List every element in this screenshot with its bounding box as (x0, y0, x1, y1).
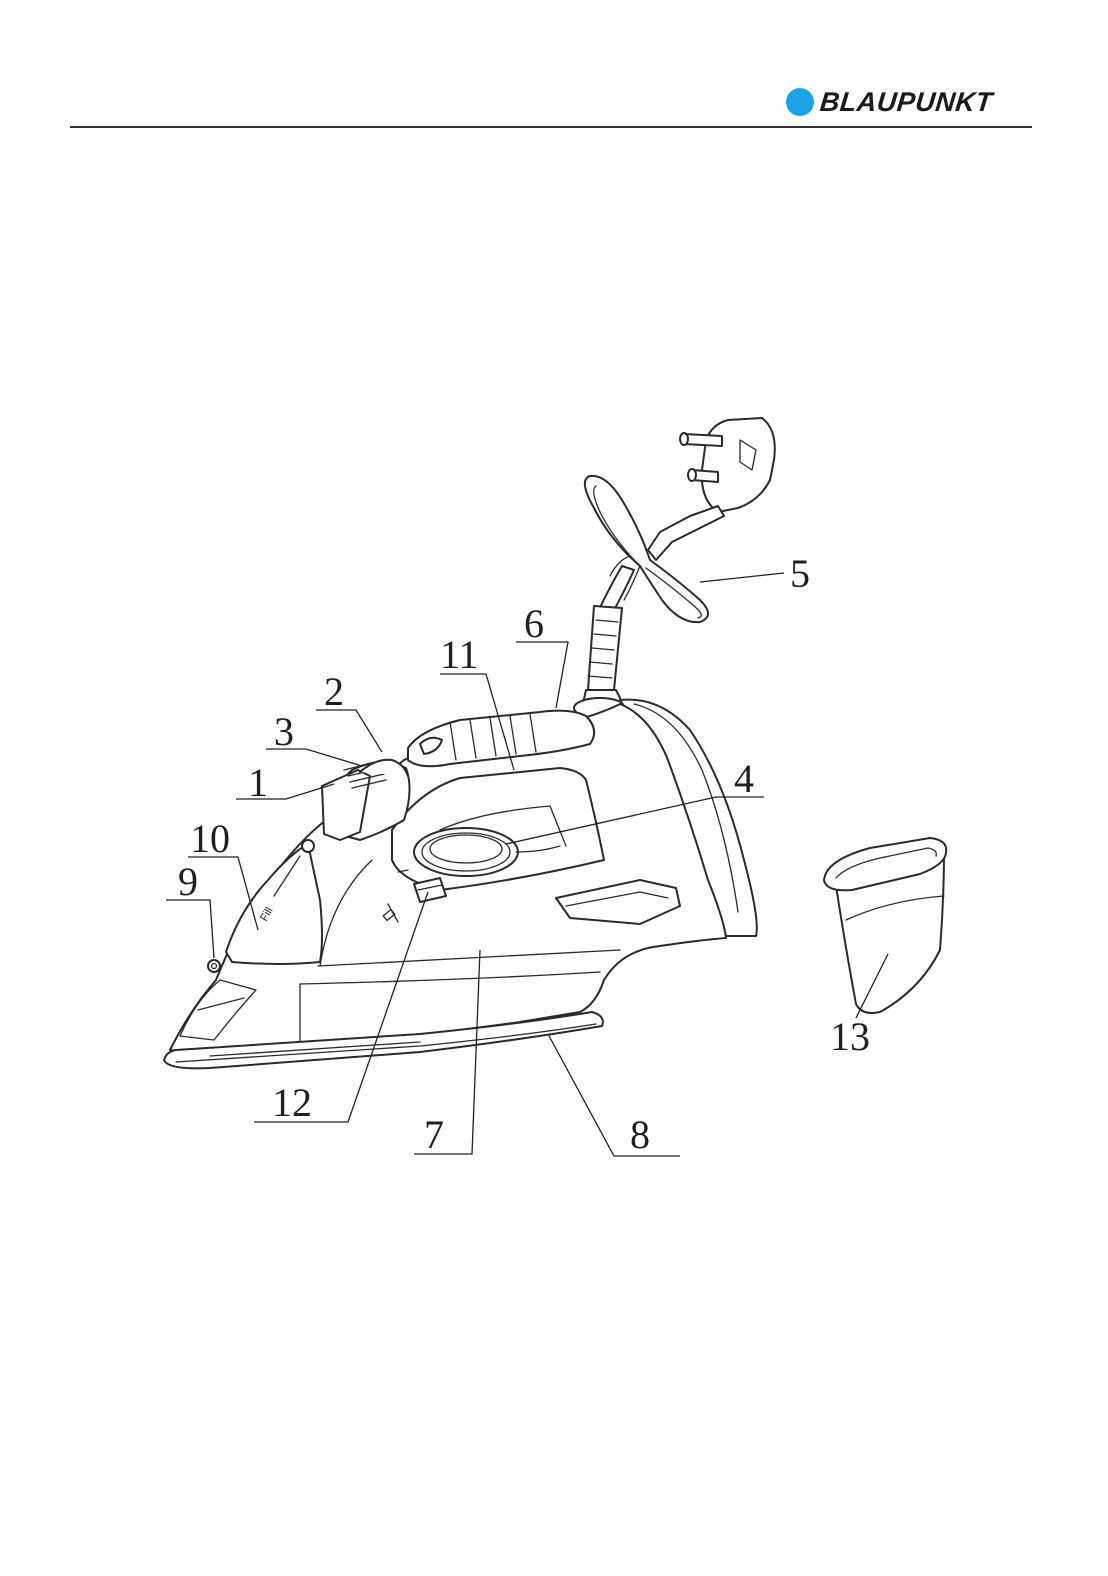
leader-2 (316, 710, 382, 752)
leader-6 (516, 642, 568, 708)
plug-body (702, 418, 775, 512)
callout-6: 6 (524, 601, 544, 646)
callout-12: 12 (272, 1080, 312, 1125)
spray-nozzle (208, 960, 220, 972)
callout-5: 5 (790, 551, 810, 596)
callout-8: 8 (630, 1112, 650, 1157)
callout-2: 2 (324, 669, 344, 714)
callout-7: 7 (424, 1112, 444, 1157)
leader-9 (166, 900, 214, 958)
leader-8 (548, 1034, 680, 1156)
water-tank (226, 844, 322, 964)
callout-13: 13 (830, 1014, 870, 1059)
callout-4: 4 (734, 756, 754, 801)
iron-body: Fill (170, 700, 757, 1053)
power-cord (574, 418, 775, 718)
measuring-cup (824, 838, 946, 1013)
callout-11: 11 (440, 632, 479, 677)
plug-pin (684, 434, 722, 446)
callout-3: 3 (274, 709, 294, 754)
leader-5 (700, 573, 784, 582)
callout-9: 9 (178, 859, 198, 904)
callout-1: 1 (248, 760, 268, 805)
callout-10: 10 (190, 816, 230, 861)
